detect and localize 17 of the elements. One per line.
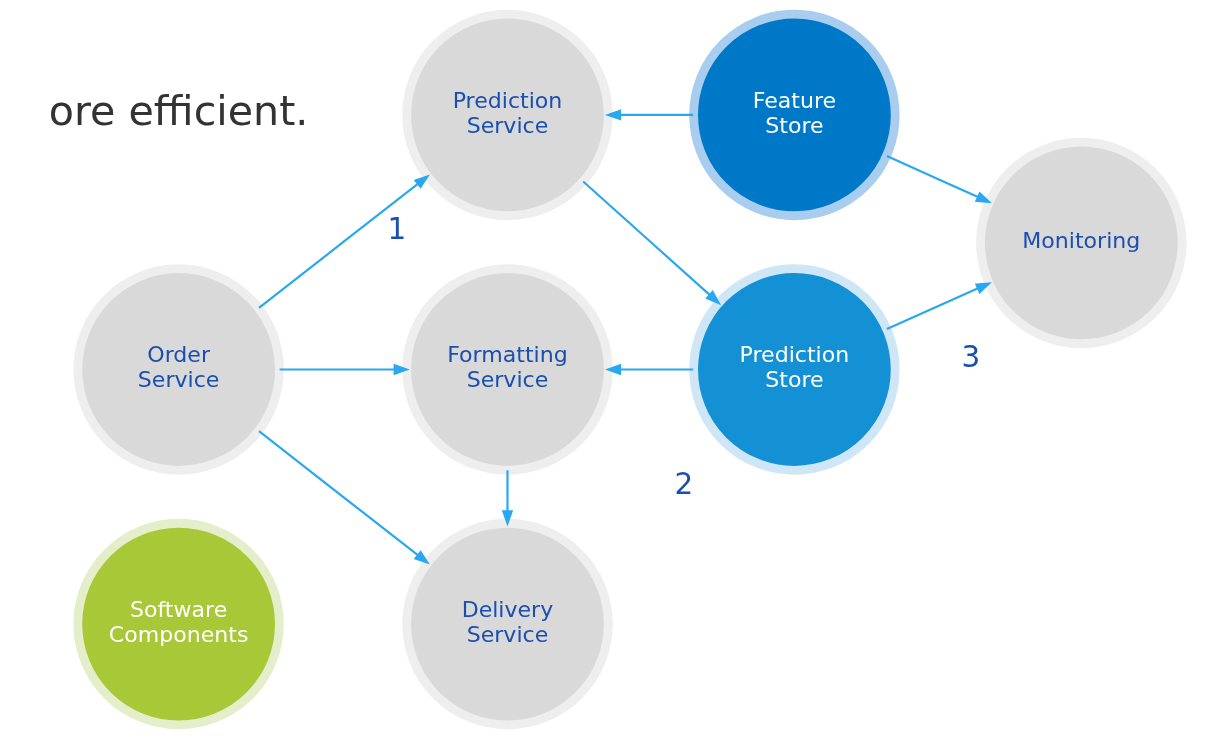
node-circle: Prediction Service	[402, 9, 613, 221]
arrow	[604, 363, 694, 376]
node-circle: Feature Store	[689, 9, 900, 221]
arrow	[886, 154, 992, 204]
node-circle: Order Service	[73, 264, 284, 475]
arrow	[258, 430, 430, 565]
node-circle: Delivery Service	[402, 518, 613, 730]
arrow	[886, 282, 992, 330]
arrow	[258, 174, 430, 309]
node-circle: Prediction Store	[689, 264, 900, 475]
arrow	[501, 470, 514, 527]
node-circle: Formatting Service	[402, 264, 613, 475]
label: ore efficient.	[48, 87, 309, 136]
node-circle: Software Components	[73, 518, 284, 730]
arrow	[604, 109, 694, 121]
arrow	[279, 363, 410, 376]
arrow	[582, 180, 722, 306]
